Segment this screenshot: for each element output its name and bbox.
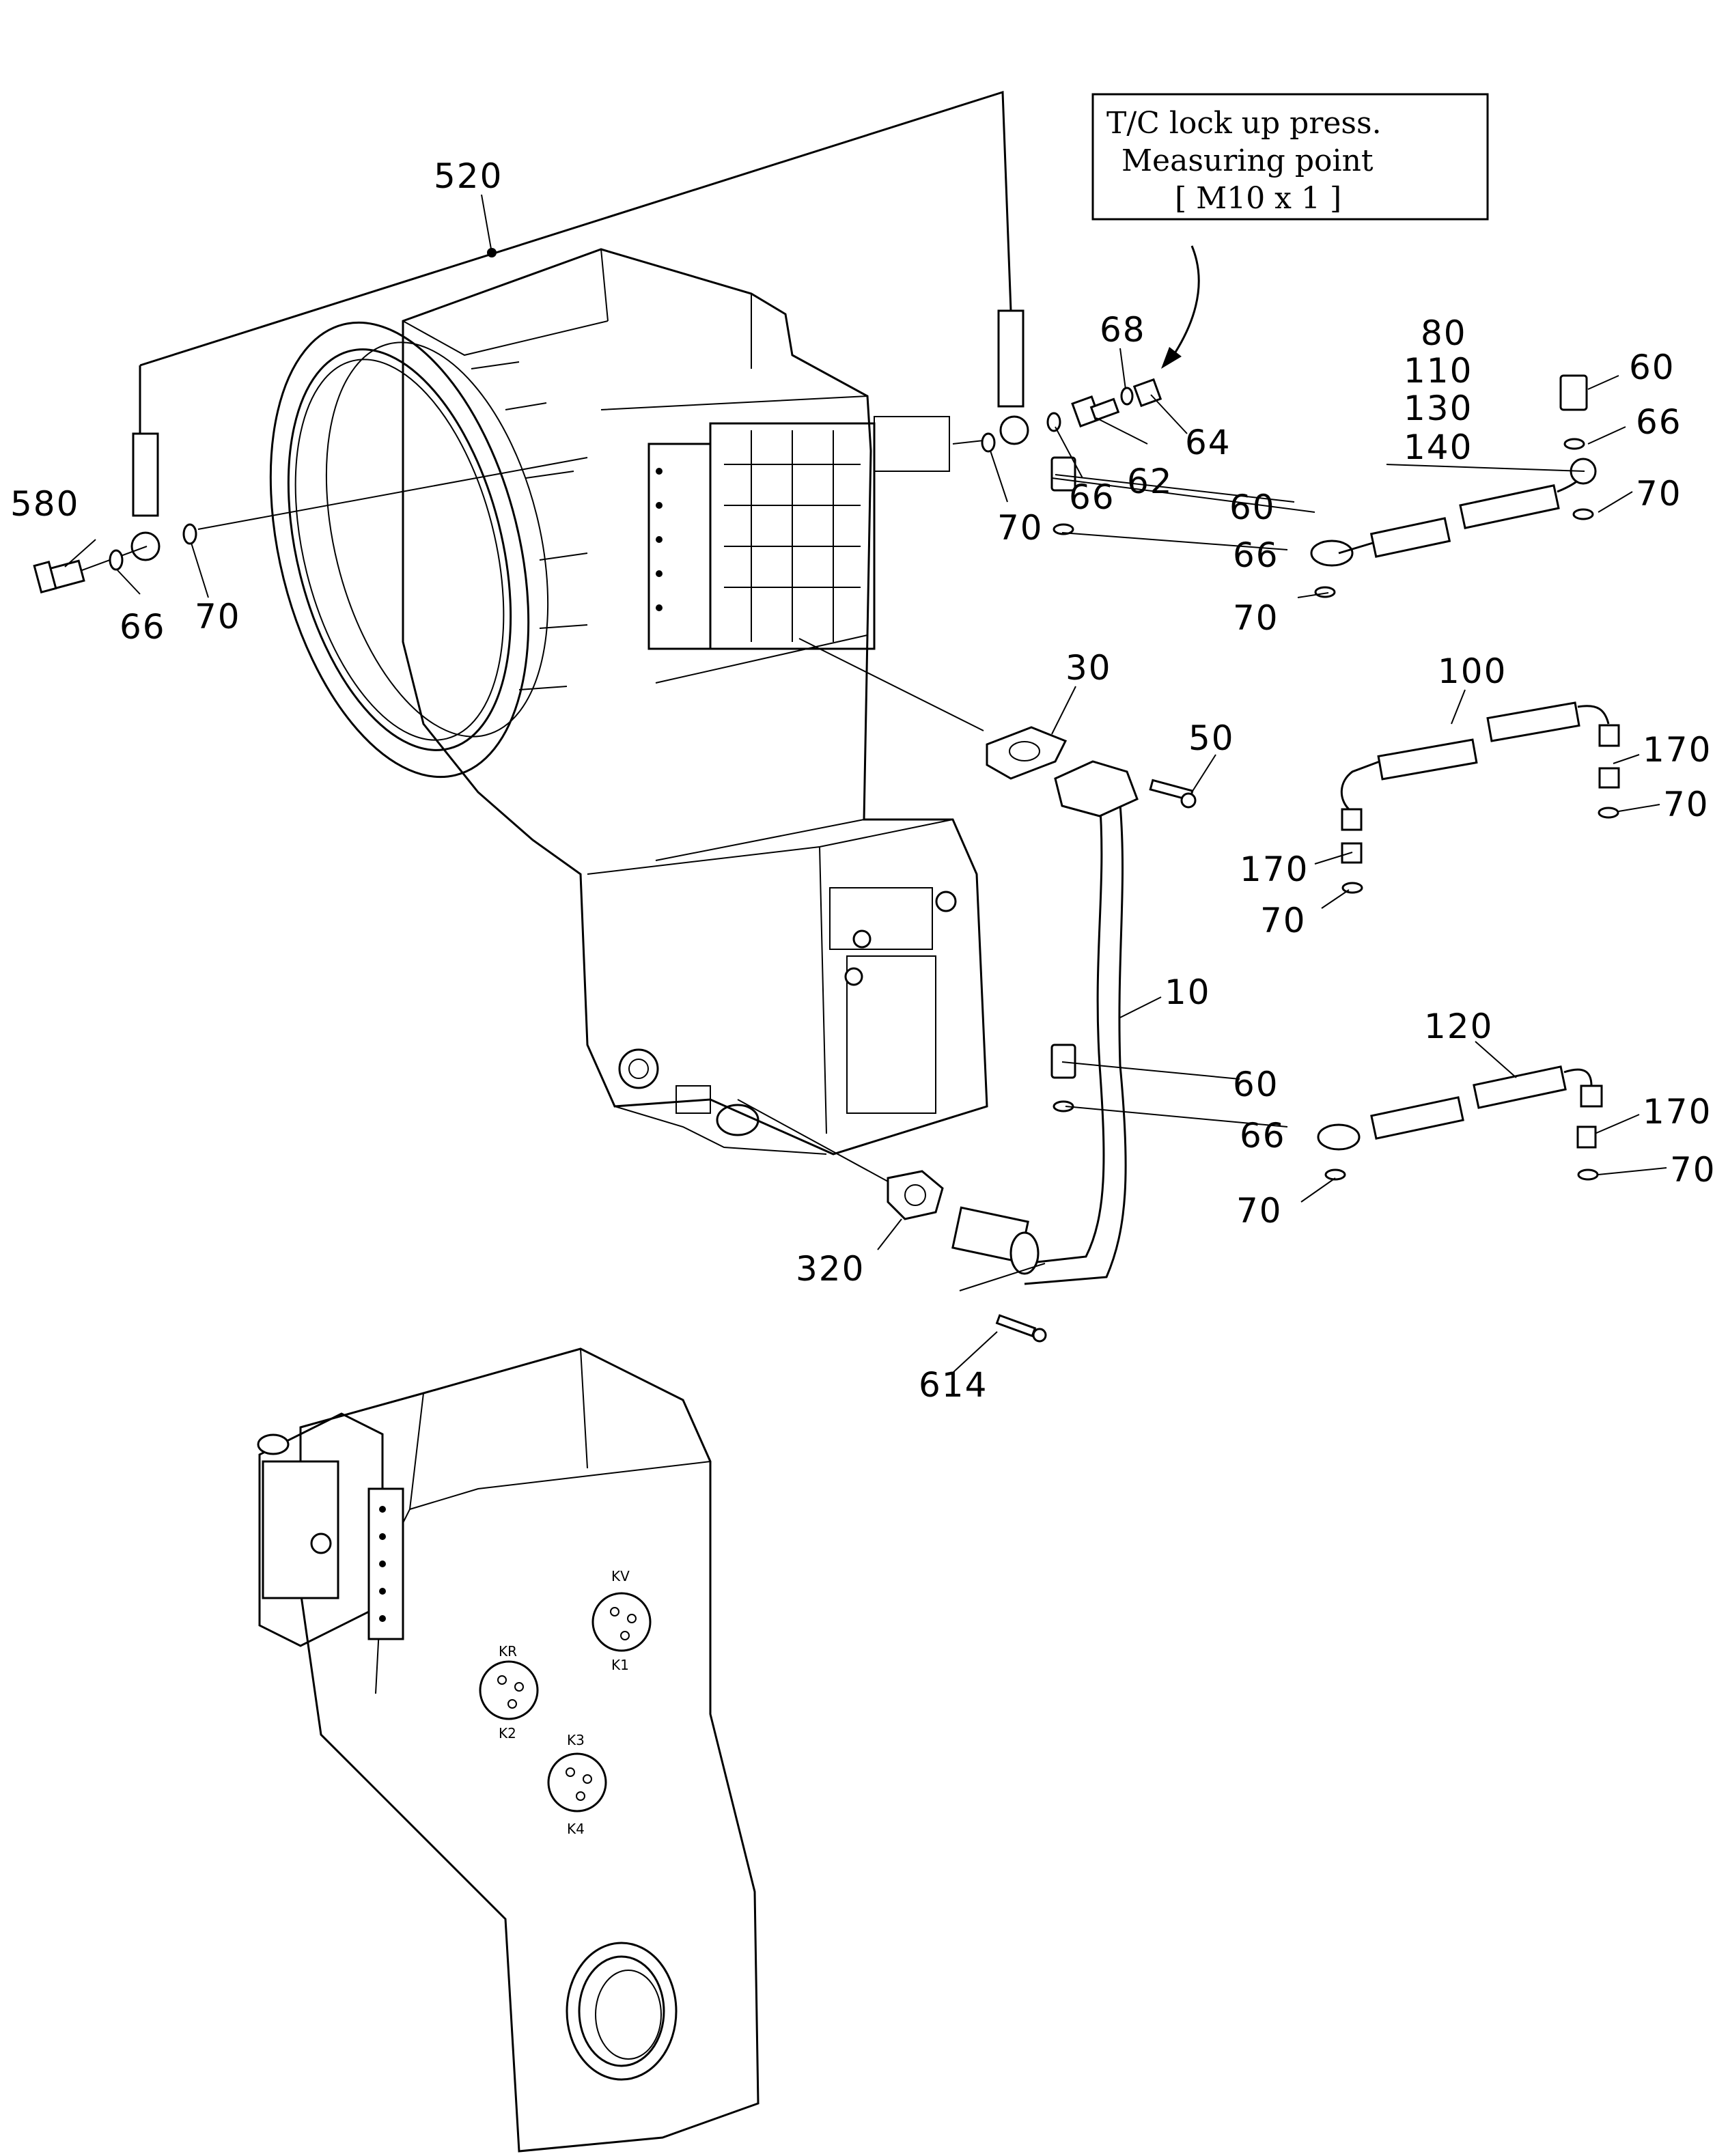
callout-60-top-right: 60: [1629, 348, 1675, 387]
callout-580: 580: [10, 484, 79, 524]
callout-120: 120: [1424, 1007, 1493, 1046]
bolt-50: [1149, 779, 1197, 809]
measuring-point-fittings: [952, 378, 1162, 453]
callout-50: 50: [1188, 718, 1235, 758]
note-arrowhead: [1161, 347, 1182, 369]
callout-70-top-right: 70: [1636, 474, 1682, 514]
callout-614: 614: [919, 1365, 988, 1405]
callout-130: 130: [1404, 389, 1473, 428]
callout-64: 64: [1185, 423, 1231, 462]
note-line-3: [ M10 x 1 ]: [1175, 181, 1341, 216]
callout-70-lower-right: 70: [1670, 1150, 1716, 1190]
callout-68: 68: [1100, 310, 1146, 350]
callout-320: 320: [796, 1249, 865, 1289]
note-line-2: Measuring point: [1121, 143, 1374, 178]
port-label-kv: KV: [611, 1568, 630, 1584]
callout-60-mid: 60: [1229, 488, 1276, 527]
transmission-housing: [269, 248, 988, 1156]
control-valve-block: [647, 416, 950, 650]
port-label-kr: KR: [499, 1643, 517, 1660]
lower-housing-view: [257, 1347, 760, 2153]
note-arrow: [1170, 245, 1200, 359]
callout-520: 520: [434, 156, 503, 196]
port-label-k3: K3: [567, 1732, 585, 1748]
callout-70-upper-right: 70: [1663, 785, 1710, 824]
callout-70-upper-left: 70: [1260, 901, 1307, 940]
gasket-320: [737, 1099, 944, 1220]
callout-140: 140: [1404, 428, 1473, 467]
callout-66-lower: 66: [1240, 1116, 1286, 1156]
callout-70-mid: 70: [1233, 598, 1279, 638]
callout-70-center: 70: [997, 508, 1044, 548]
callout-170-upper-left: 170: [1240, 850, 1309, 889]
callout-66-center: 66: [1069, 477, 1115, 517]
gasket-30: [798, 638, 1068, 780]
callout-110: 110: [1404, 351, 1473, 391]
bolt-614: [995, 1314, 1047, 1343]
washer-66-left: [109, 549, 124, 571]
pipe-10: [951, 760, 1139, 1291]
callout-70-left: 70: [195, 597, 241, 636]
note-line-1: T/C lock up press.: [1106, 106, 1382, 141]
callout-10: 10: [1165, 972, 1211, 1012]
callout-66-left: 66: [120, 607, 166, 647]
hose-assembly-120: [1050, 1044, 1603, 1181]
callout-leaders: [64, 194, 1667, 1373]
banjo-bolt-580: [33, 546, 148, 594]
callout-30: 30: [1065, 648, 1112, 688]
callout-60-lower: 60: [1233, 1065, 1279, 1104]
o-ring-70-left: [182, 523, 197, 545]
callout-100: 100: [1438, 652, 1507, 691]
port-label-k1: K1: [611, 1657, 629, 1673]
callout-170-lower: 170: [1643, 1092, 1712, 1132]
callout-62: 62: [1127, 462, 1173, 501]
note-box: T/C lock up press. Measuring point [ M10…: [1091, 93, 1489, 221]
callout-numbers: 520 68 80 110 130 140 60 66 62 64 580 66…: [10, 156, 1716, 1405]
callout-66-top-right: 66: [1636, 402, 1682, 442]
callout-70-lower-left: 70: [1236, 1191, 1283, 1231]
callout-66-mid: 66: [1233, 535, 1279, 575]
hose-assembly-100: [1340, 701, 1620, 894]
callout-170-upper-right: 170: [1643, 730, 1712, 770]
port-label-k4: K4: [567, 1821, 585, 1837]
callout-80: 80: [1421, 313, 1467, 353]
pressure-line-520: [130, 90, 1029, 561]
port-label-k2: K2: [499, 1725, 516, 1741]
